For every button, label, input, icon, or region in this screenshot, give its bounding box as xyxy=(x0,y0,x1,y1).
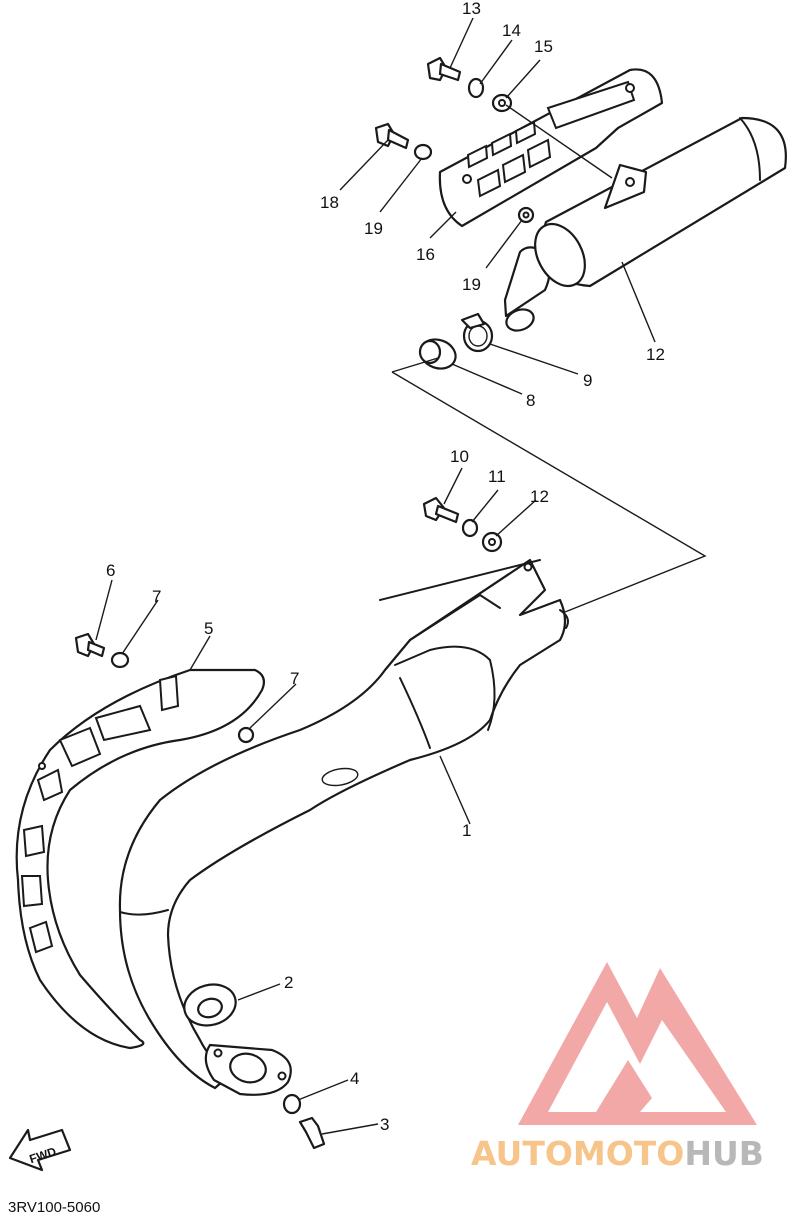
diagram-code: 3RV100-5060 xyxy=(8,1199,100,1216)
fasteners-middle xyxy=(422,496,503,553)
callout-15: 14 xyxy=(502,21,521,40)
callout-7b: 7 xyxy=(290,669,299,688)
callout-1: 1 xyxy=(462,821,471,840)
callout-5: 5 xyxy=(204,619,213,638)
callout-4: 4 xyxy=(350,1069,359,1088)
muffler-heat-guard xyxy=(438,68,664,228)
callout-8: 8 xyxy=(526,391,535,410)
callout-2: 2 xyxy=(284,973,293,992)
flange-parts xyxy=(183,983,326,1150)
callout-13: 12 xyxy=(646,345,665,364)
forward-arrow-icon: FWD xyxy=(8,1128,72,1172)
muffler xyxy=(503,116,787,332)
callout-19b: 19 xyxy=(462,275,481,294)
pipe-heat-protector xyxy=(15,668,265,1050)
callout-18: 18 xyxy=(320,193,339,212)
callout-19a: 19 xyxy=(364,219,383,238)
callout-14: 13 xyxy=(462,0,481,18)
callout-6: 6 xyxy=(106,561,115,580)
fasteners-left xyxy=(74,632,255,744)
callout-16: 15 xyxy=(534,37,553,56)
assembly-lines xyxy=(391,104,707,613)
callout-labels: 13 14 15 18 19 16 19 12 9 8 10 11 12 6 7… xyxy=(106,0,665,1134)
leader-lines xyxy=(95,17,656,1135)
watermark-text: AUTOMOTOHUB xyxy=(471,1134,764,1173)
watermark-logo xyxy=(518,962,757,1125)
callout-10: 10 xyxy=(450,447,469,466)
callout-17: 16 xyxy=(416,245,435,264)
callout-11: 11 xyxy=(488,467,506,486)
callout-7a: 7 xyxy=(152,587,161,606)
callout-12: 12 xyxy=(530,487,549,506)
callout-9: 9 xyxy=(583,371,592,390)
callout-3: 3 xyxy=(380,1115,389,1134)
fasteners-top xyxy=(374,56,535,224)
